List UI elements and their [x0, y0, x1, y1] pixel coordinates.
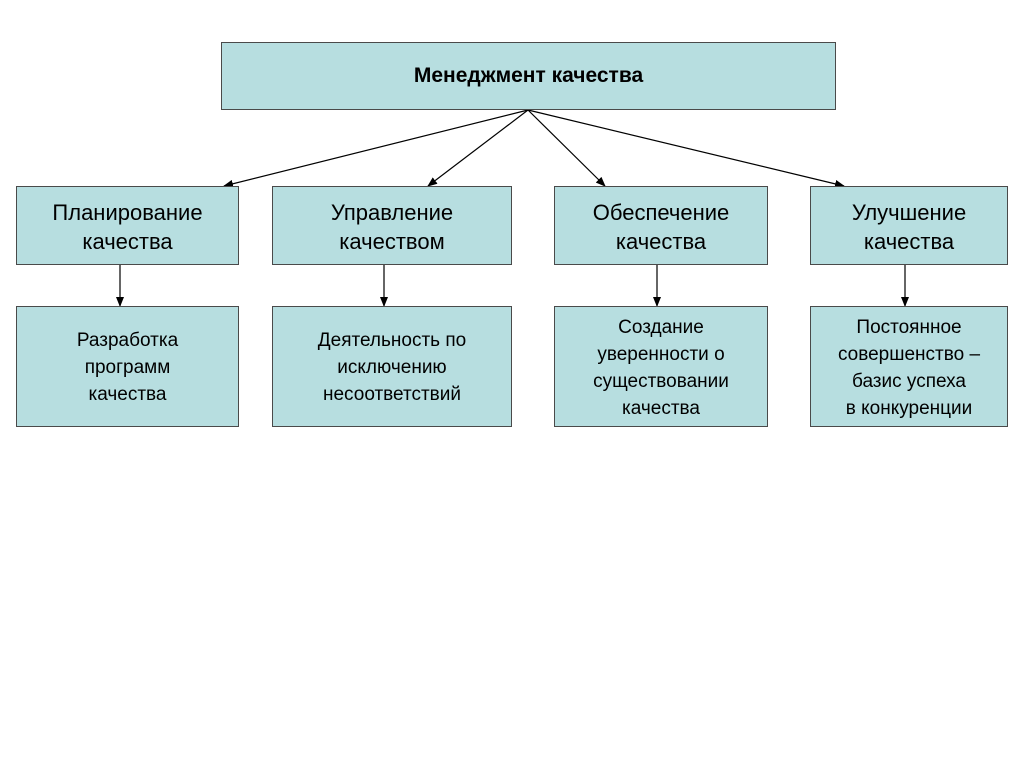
detail-quality-planning: Разработка программ качества — [16, 306, 239, 427]
arrow-root-to-assurance — [527, 109, 606, 187]
node-quality-assurance: Обеспечение качества — [554, 186, 768, 265]
node-quality-improvement: Улучшение качества — [810, 186, 1008, 265]
root-node-quality-management: Менеджмент качества — [221, 42, 836, 110]
node-quality-control: Управление качеством — [272, 186, 512, 265]
arrow-root-to-improvement — [527, 109, 845, 188]
root-node-label: Менеджмент качества — [413, 64, 644, 87]
detail-quality-assurance: Создание уверенности о существовании кач… — [554, 306, 768, 427]
detail-quality-control: Деятельность по исключению несоответстви… — [272, 306, 512, 427]
node-quality-planning: Планирование качества — [16, 186, 239, 265]
arrow-root-to-planning — [223, 109, 529, 188]
detail-quality-improvement: Постоянное совершенство – базис успеха в… — [810, 306, 1008, 427]
arrow-root-to-control — [427, 109, 529, 187]
